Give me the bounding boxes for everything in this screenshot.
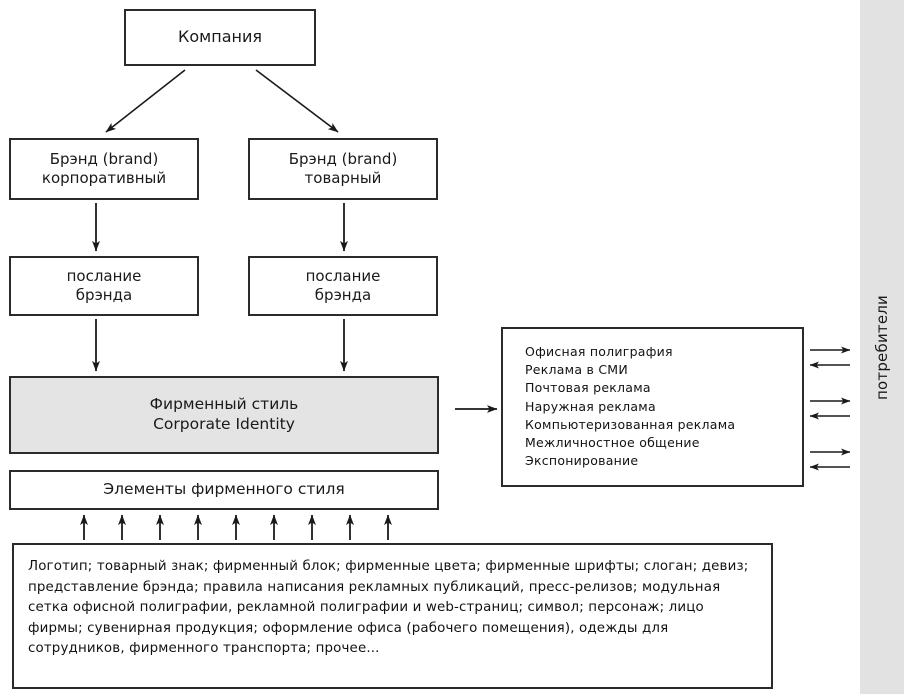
identity-elements-description-box: Логотип; товарный знак; фирменный блок; … [12,543,773,689]
corporate-identity-label: Фирменный стиль Corporate Identity [149,395,299,433]
channel-item: Наружная реклама [525,398,656,414]
channel-item: Компьютеризованная реклама [525,416,736,432]
company-box: Компания [124,9,316,66]
channel-item: Межличностное общение [525,435,700,451]
company-box-label: Компания [178,27,262,47]
corporate-identity-box: Фирменный стиль Corporate Identity [9,376,439,454]
channels-box: Офисная полиграфия Реклама в СМИ Почтова… [501,327,804,487]
brand-message-right-label: послание брэнда [305,266,381,304]
channel-item: Реклама в СМИ [525,362,628,378]
identity-elements-description-text: Логотип; товарный знак; фирменный блок; … [28,559,749,657]
identity-elements-label: Элементы фирменного стиля [103,480,345,499]
channel-item: Офисная полиграфия [525,344,673,359]
brand-product-box: Брэнд (brand) товарный [248,138,438,200]
channel-item: Экспонирование [525,453,639,469]
brand-message-box-left: послание брэнда [9,256,199,316]
consumers-label: потребители [860,0,904,694]
channel-item: Почтовая реклама [525,380,651,396]
brand-product-label: Брэнд (brand) товарный [288,149,398,187]
consumers-strip [860,0,904,694]
brand-message-box-right: послание брэнда [248,256,438,316]
identity-elements-box: Элементы фирменного стиля [9,470,439,510]
brand-message-left-label: послание брэнда [66,266,142,304]
brand-corporate-box: Брэнд (brand) корпоративный [9,138,199,200]
consumers-label-text: потребители [873,294,891,400]
brand-corporate-label: Брэнд (brand) корпоративный [41,149,167,187]
